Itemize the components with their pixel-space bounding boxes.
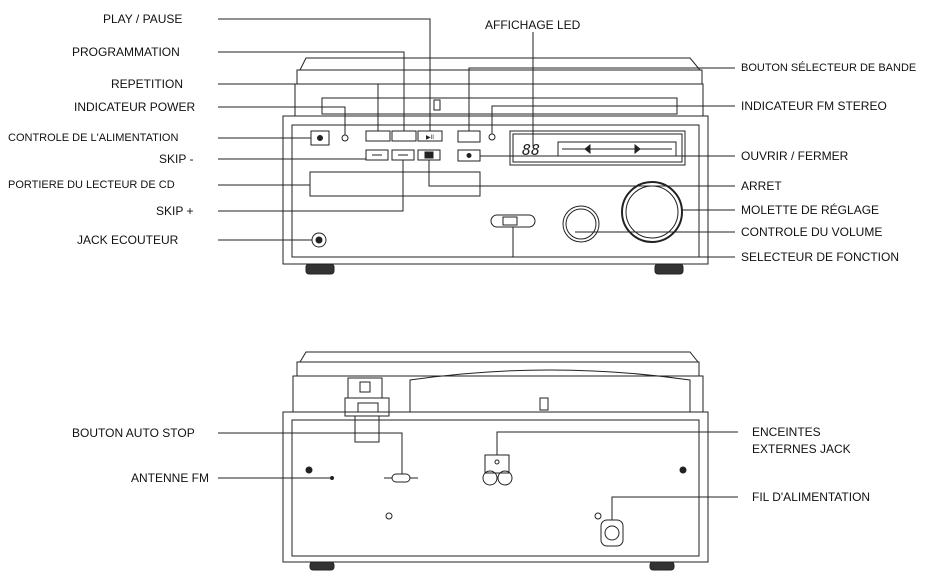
led-display-panel xyxy=(509,130,686,166)
label-antenne-fm: ANTENNE FM xyxy=(131,471,209,485)
power-indicator xyxy=(341,134,349,142)
label-jack-ecouteur: JACK ECOUTEUR xyxy=(77,233,179,247)
label-bouton-selecteur-bande: BOUTON SÉLECTEUR DE BANDE xyxy=(741,62,917,74)
label-enceintes-line2: EXTERNES JACK xyxy=(752,442,851,456)
front-leader-lines xyxy=(218,18,735,258)
program-button[interactable] xyxy=(391,130,417,142)
back-view-drawing xyxy=(282,351,709,571)
volume-knob[interactable] xyxy=(562,205,600,243)
repeat-button[interactable] xyxy=(365,130,391,142)
label-repetition: REPETITION xyxy=(111,77,184,91)
label-controle-alimentation: CONTROLE DE L'ALIMENTATION xyxy=(8,132,179,144)
label-selecteur-fonction: SELECTEUR DE FONCTION xyxy=(741,250,900,264)
fm-stereo-indicator xyxy=(488,133,496,141)
label-affichage-led: AFFICHAGE LED xyxy=(485,18,581,32)
skip-minus-button[interactable] xyxy=(365,149,389,161)
label-fil-alimentation: FIL D'ALIMENTATION xyxy=(752,490,871,504)
svg-text:▶II: ▶II xyxy=(426,135,434,141)
power-cord xyxy=(600,519,624,547)
fm-antenna xyxy=(330,476,334,480)
label-skip-minus: SKIP - xyxy=(159,152,194,166)
label-bouton-auto-stop: BOUTON AUTO STOP xyxy=(72,426,195,440)
label-play-pause: PLAY / PAUSE xyxy=(103,12,183,26)
label-controle-volume: CONTROLE DU VOLUME xyxy=(741,225,883,239)
tuning-knob[interactable] xyxy=(621,181,683,243)
label-skip-plus: SKIP + xyxy=(156,204,194,218)
label-programmation: PROGRAMMATION xyxy=(72,45,180,59)
label-arret: ARRET xyxy=(741,179,782,193)
auto-stop-button[interactable] xyxy=(391,473,411,483)
led-digits: 88 xyxy=(522,141,540,159)
front-view-drawing: ▶II xyxy=(282,57,709,275)
label-ouvrir-fermer: OUVRIR / FERMER xyxy=(741,149,849,163)
label-enceintes-line1: ENCEINTES xyxy=(752,425,821,439)
cd-door[interactable] xyxy=(309,171,481,197)
label-portiere-cd: PORTIERE DU LECTEUR DE CD xyxy=(8,179,175,191)
label-indicateur-power: INDICATEUR POWER xyxy=(74,100,196,114)
label-indicateur-fm-stereo: INDICATEUR FM STEREO xyxy=(741,99,887,113)
label-molette-reglage: MOLETTE DE RÉGLAGE xyxy=(741,203,880,217)
back-leader-lines xyxy=(218,431,738,520)
band-selector-button[interactable] xyxy=(457,130,481,143)
